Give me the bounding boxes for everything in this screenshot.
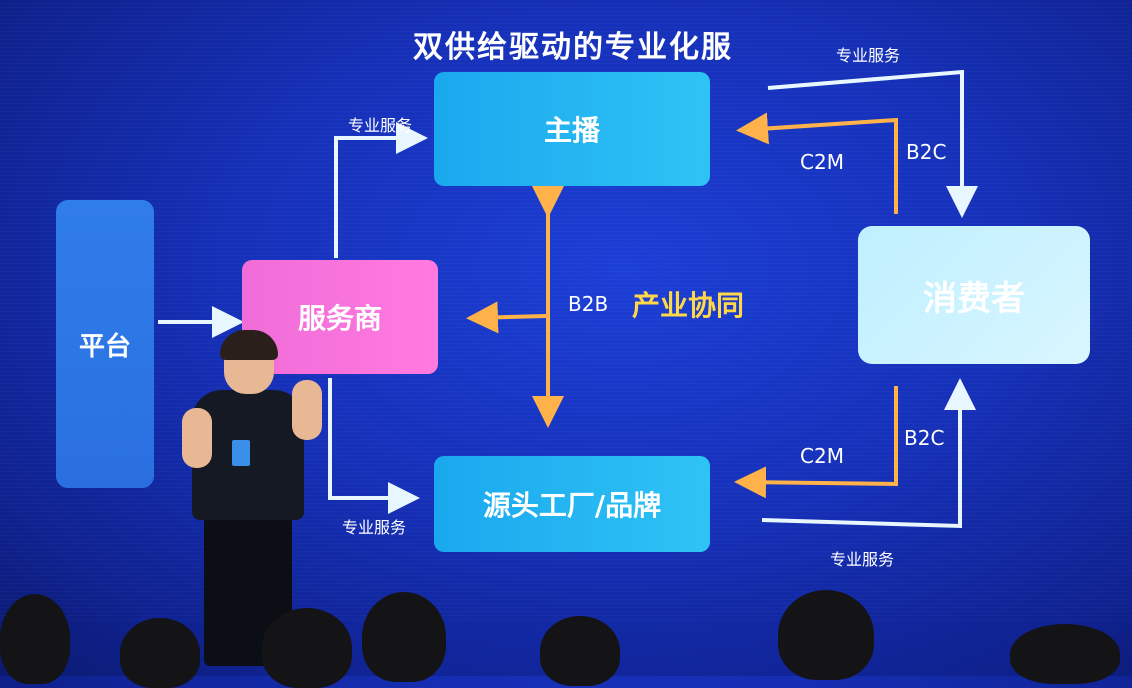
node-anchor: 主播 (434, 72, 710, 186)
audience-head (1010, 624, 1120, 684)
label-c2m-bottom: C2M (800, 444, 844, 468)
arrow-anchor-consumer (767, 69, 978, 218)
arrow-b2b-provider (466, 301, 547, 334)
audience-head (0, 594, 70, 684)
label-b2c-top: B2C (906, 140, 947, 164)
node-platform: 平台 (56, 200, 154, 488)
label-b2b: B2B (568, 292, 609, 316)
node-factory-brand: 源头工厂/品牌 (434, 456, 710, 552)
label-industry-synergy: 产业协同 (632, 289, 745, 322)
label-service-top-right: 专业服务 (836, 46, 901, 65)
arrow-consumer-factory-c2m (734, 386, 898, 499)
speaker-figure (180, 330, 330, 676)
node-consumer: 消费者 (858, 226, 1090, 364)
speaker-arm-left (182, 408, 212, 468)
audience-head (778, 590, 874, 680)
speaker-arm-right (292, 380, 322, 440)
label-service-top-left: 专业服务 (348, 116, 413, 135)
label-service-bottom-left: 专业服务 (342, 518, 407, 537)
speaker-badge (232, 440, 250, 466)
arrow-provider-anchor (334, 122, 428, 258)
label-b2c-bottom: B2C (904, 426, 945, 450)
audience-head (120, 618, 200, 688)
arrow-provider-factory (328, 378, 420, 514)
label-service-bottom-right: 专业服务 (830, 550, 895, 569)
arrow-factory-consumer (761, 378, 976, 529)
arrow-consumer-anchor-c2m (736, 112, 898, 214)
audience-head (262, 608, 352, 688)
audience-silhouettes (0, 588, 1132, 688)
audience-head (540, 616, 620, 686)
slide-title: 双供给驱动的专业化服务 (413, 30, 733, 109)
label-c2m-top: C2M (800, 150, 844, 174)
speaker-hair (220, 330, 278, 360)
audience-head (362, 592, 446, 682)
